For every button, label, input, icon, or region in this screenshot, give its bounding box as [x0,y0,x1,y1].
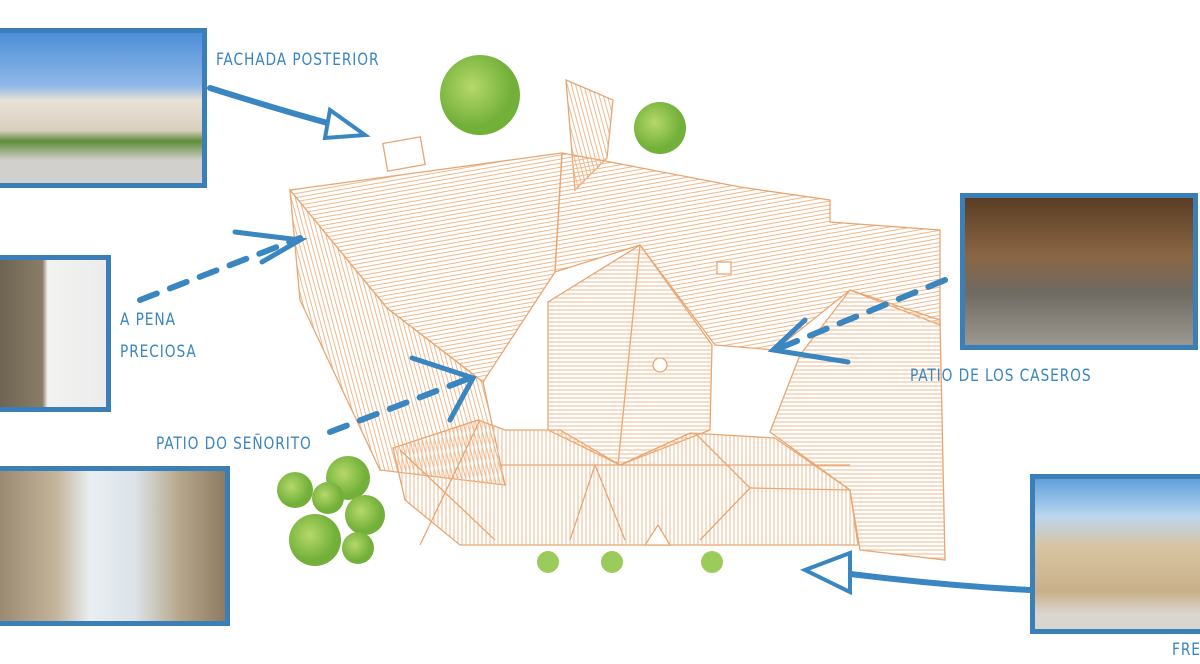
arrow-senorito [327,375,473,435]
label-preciosa: PRECIOSA [120,342,197,362]
photo-a-pena-preciosa [0,255,111,412]
label-patio-senorito: PATIO DO SEÑORITO [156,434,312,454]
arrow-caseros [772,277,948,353]
arrows [137,85,1033,596]
roof-south-wing [392,419,859,546]
label-patio-caseros: PATIO DE LOS CASEROS [910,366,1092,386]
photo-patio-caseros [960,193,1198,350]
trees [277,55,723,573]
label-fre: FRE [1172,640,1200,660]
photo-patio-senorito [0,466,230,626]
arrow-pena [137,235,303,303]
label-a-pena: A PENA [120,310,176,330]
roof-plan [288,78,946,561]
photo-fre [1030,474,1200,634]
arrow-fachada [207,85,338,128]
label-fachada-posterior: FACHADA POSTERIOR [216,50,380,70]
photo-fachada-posterior [0,28,207,188]
roof-north-east [554,152,941,351]
